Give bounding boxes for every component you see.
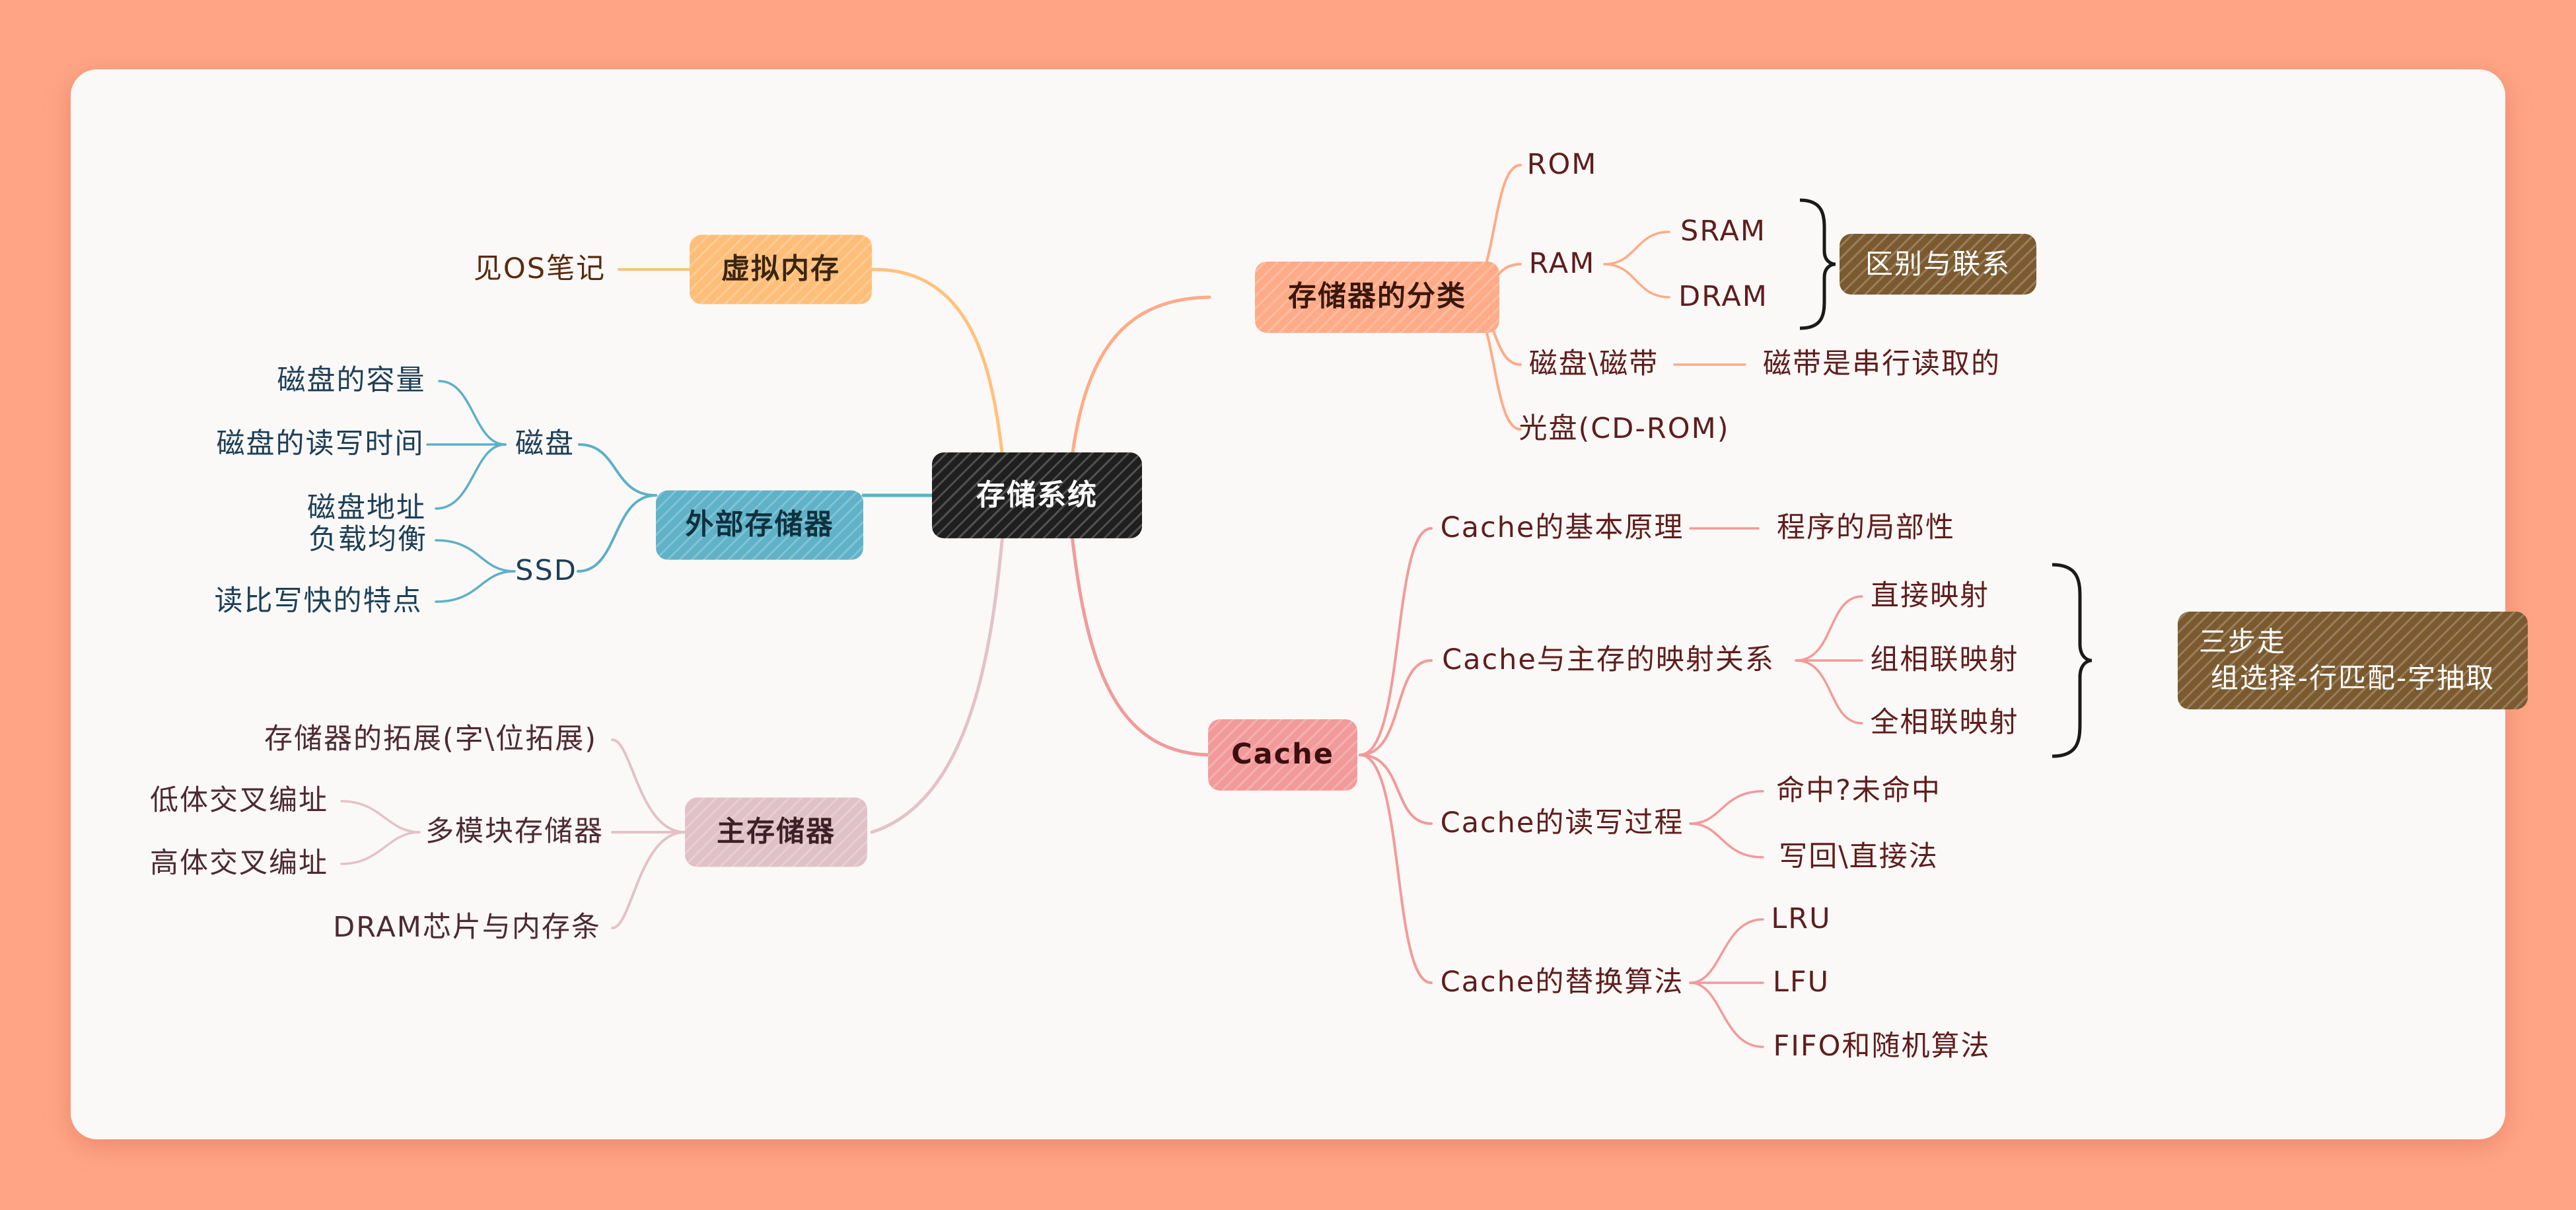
subtopic-disk: 磁盘 xyxy=(515,427,575,461)
summary-brace-ram xyxy=(1799,198,1836,330)
summary-ram[interactable]: 区别与联系 xyxy=(1840,234,2036,295)
mapping-item: 直接映射 xyxy=(1871,579,1989,613)
rw-item: 命中?未命中 xyxy=(1776,774,1941,808)
main-expand: 存储器的拓展(字\位拓展) xyxy=(264,723,598,756)
replace-item: LRU xyxy=(1771,902,1832,936)
mapping-item: 组相联映射 xyxy=(1870,643,2019,677)
topic-virtual-memory[interactable]: 虚拟内存 xyxy=(690,234,872,304)
topic-classification-label: 存储器的分类 xyxy=(1288,280,1466,314)
topic-main-memory[interactable]: 主存储器 xyxy=(685,797,867,867)
summary-ram-label: 区别与联系 xyxy=(1865,247,2011,280)
subtopic-ssd: SSD xyxy=(515,554,577,588)
class-ram: RAM xyxy=(1528,247,1596,281)
cache-replacement: Cache的替换算法 xyxy=(1440,966,1684,999)
summary-mapping-line2: 组选择-行匹配-字抽取 xyxy=(2210,662,2495,694)
root-label: 存储系统 xyxy=(976,478,1098,512)
disk-tape-note: 磁带是串行读取的 xyxy=(1763,347,2001,381)
replace-item: FIFO和随机算法 xyxy=(1773,1030,1991,1063)
summary-mapping[interactable]: 三步走 组选择-行匹配-字抽取 xyxy=(2178,612,2528,709)
disk-item: 磁盘地址 xyxy=(307,491,426,525)
connector-lines xyxy=(340,164,2093,1048)
topic-cache-label: Cache xyxy=(1231,738,1334,771)
topic-external-storage-label: 外部存储器 xyxy=(685,508,834,542)
main-dram: DRAM芯片与内存条 xyxy=(333,911,601,944)
summary-mapping-line1: 三步走 xyxy=(2199,625,2287,658)
multi-item: 低体交叉编址 xyxy=(150,784,328,818)
root-node[interactable]: 存储系统 xyxy=(932,452,1142,538)
virtual-note: 见OS笔记 xyxy=(473,252,606,286)
replace-item: LFU xyxy=(1772,966,1830,999)
disk-item: 磁盘的容量 xyxy=(277,364,426,398)
ssd-item: 负载均衡 xyxy=(308,523,427,557)
class-optical: 光盘(CD-ROM) xyxy=(1519,412,1730,446)
mindmap-canvas: 存储系统 虚拟内存 见OS笔记 外部存储器 磁盘 磁盘的容量 磁盘的读写时间 磁… xyxy=(71,69,2528,1139)
topic-external-storage[interactable]: 外部存储器 xyxy=(656,490,863,560)
principle-note: 程序的局部性 xyxy=(1777,511,1955,545)
subtopic-multi-module: 多模块存储器 xyxy=(425,815,604,849)
cache-principle: Cache的基本原理 xyxy=(1440,511,1684,545)
mapping-item: 全相联映射 xyxy=(1870,706,2019,740)
cache-mapping: Cache与主存的映射关系 xyxy=(1442,643,1775,677)
topic-virtual-memory-label: 虚拟内存 xyxy=(721,252,840,286)
topic-main-memory-label: 主存储器 xyxy=(717,815,836,849)
multi-item: 高体交叉编址 xyxy=(150,847,328,880)
cache-read-write: Cache的读写过程 xyxy=(1440,806,1684,840)
rw-item: 写回\直接法 xyxy=(1779,840,1939,874)
class-disk-tape: 磁盘\磁带 xyxy=(1528,347,1659,381)
ssd-item: 读比写快的特点 xyxy=(214,585,423,618)
topic-classification[interactable]: 存储器的分类 xyxy=(1255,262,1499,333)
topic-cache[interactable]: Cache xyxy=(1208,719,1357,791)
ram-sram: SRAM xyxy=(1680,215,1766,248)
class-rom: ROM xyxy=(1526,148,1598,182)
disk-item: 磁盘的读写时间 xyxy=(216,427,425,461)
ram-dram: DRAM xyxy=(1678,280,1768,314)
summary-brace-mapping xyxy=(2052,563,2093,758)
